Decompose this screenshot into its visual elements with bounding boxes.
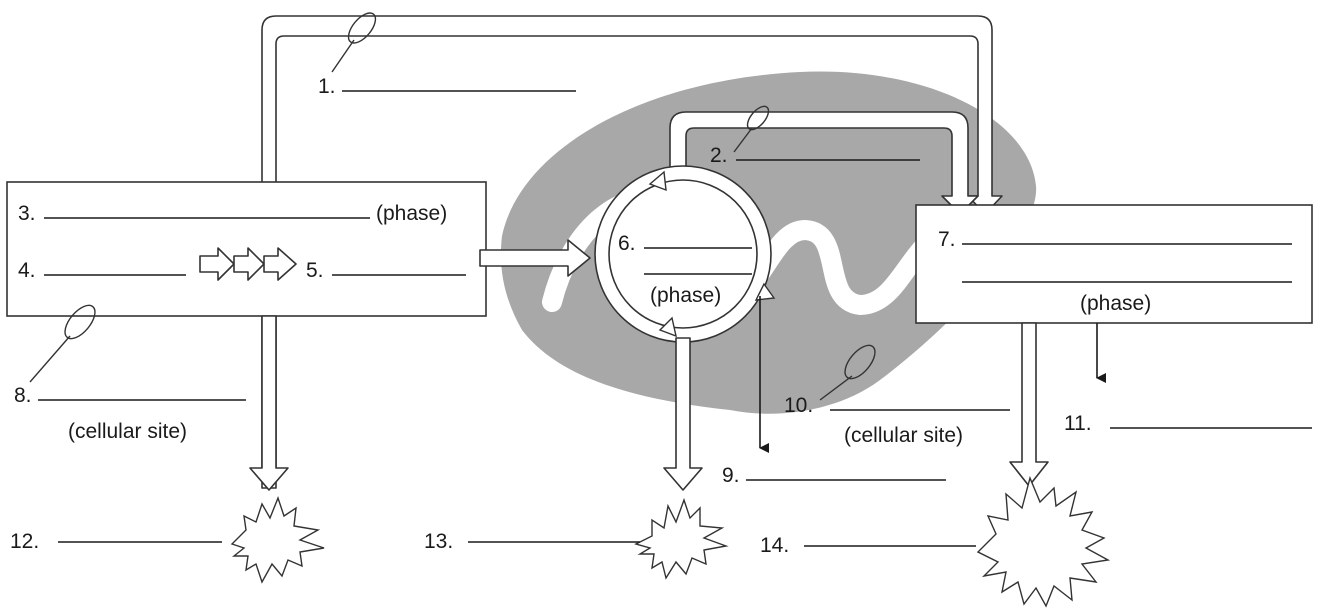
label-3: 3. bbox=[18, 202, 36, 225]
arrow-down-12 bbox=[250, 316, 288, 490]
burst-13 bbox=[636, 500, 726, 578]
label-12: 12. bbox=[10, 530, 39, 553]
label-8: 8. bbox=[14, 384, 32, 407]
label-4: 4. bbox=[18, 259, 36, 282]
label-6-phase: (phase) bbox=[650, 284, 721, 307]
arrow-down-14 bbox=[1010, 323, 1048, 486]
label-8-site: (cellular site) bbox=[68, 420, 187, 443]
label-9: 9. bbox=[722, 464, 740, 487]
label-14: 14. bbox=[760, 534, 789, 557]
label-10: 10. bbox=[784, 394, 813, 417]
label-7-phase: (phase) bbox=[1080, 292, 1151, 315]
label-11: 11. bbox=[1064, 412, 1092, 435]
label-2: 2. bbox=[710, 144, 728, 167]
label-1: 1. bbox=[318, 75, 336, 98]
label-3-phase: (phase) bbox=[376, 202, 447, 225]
label-5: 5. bbox=[306, 259, 324, 282]
label-13: 13. bbox=[424, 530, 453, 553]
burst-14 bbox=[978, 478, 1108, 606]
label-7: 7. bbox=[938, 228, 956, 251]
burst-12 bbox=[232, 498, 324, 582]
label-10-site: (cellular site) bbox=[844, 424, 963, 447]
label-6: 6. bbox=[618, 232, 636, 255]
